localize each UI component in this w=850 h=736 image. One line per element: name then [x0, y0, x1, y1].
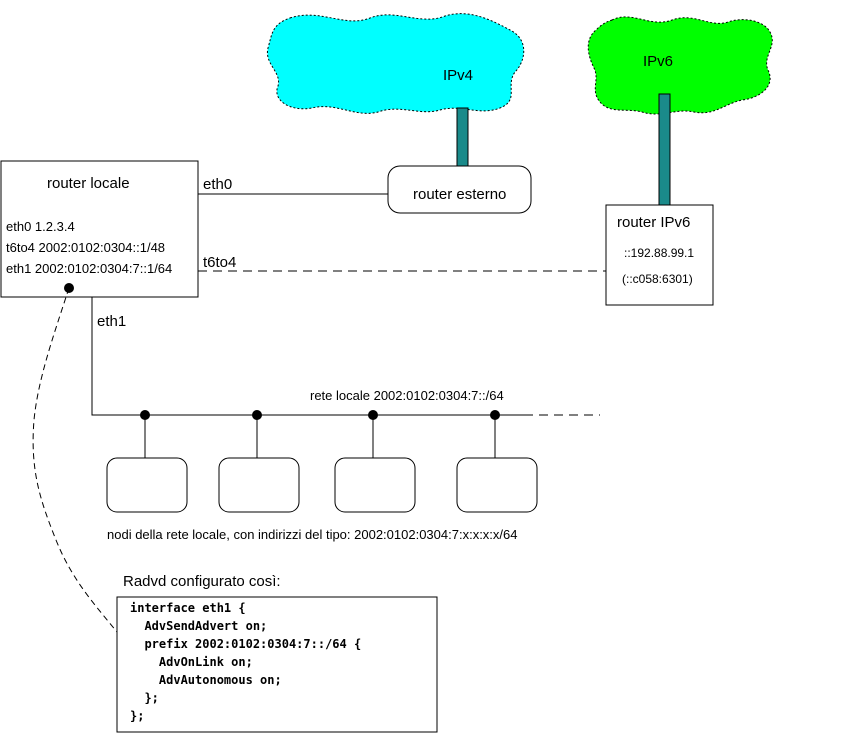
nodes-caption: nodi della rete locale, con indirizzi de…	[107, 527, 517, 542]
radvd-config-code: interface eth1 { AdvSendAdvert on; prefi…	[130, 601, 361, 723]
lan-node-3	[334, 410, 416, 513]
radvd-config-line: AdvOnLink on;	[130, 655, 253, 669]
radvd-config-line: prefix 2002:0102:0304:7::/64 {	[130, 637, 361, 651]
router-esterno-title: router esterno	[413, 186, 506, 203]
radvd-config-box	[116, 596, 438, 733]
router-ipv6-title: router IPv6	[617, 214, 690, 231]
router-locale-title: router locale	[47, 175, 130, 192]
lan-node-2	[218, 410, 300, 513]
router-ipv6-addr-alt: (::c058:6301)	[622, 272, 693, 286]
router-esterno-box	[387, 165, 532, 214]
t6to4-label: t6to4	[203, 254, 236, 271]
radvd-callout-line	[32, 287, 118, 633]
radvd-config-line: };	[130, 691, 159, 705]
ipv6-cloud-label: IPv6	[643, 53, 673, 70]
ipv4-cloud	[266, 13, 525, 114]
router-ipv6-addr: ::192.88.99.1	[624, 246, 694, 260]
ipv4-uplink	[456, 107, 469, 167]
lan-node-4	[456, 410, 538, 513]
ipv4-cloud-label: IPv4	[443, 67, 473, 84]
radvd-title: Radvd configurato così:	[123, 573, 281, 590]
radvd-config-line: interface eth1 {	[130, 601, 246, 615]
lan-label: rete locale 2002:0102:0304:7::/64	[310, 388, 504, 403]
radvd-config-line: };	[130, 709, 144, 723]
lan-node-1	[106, 410, 188, 513]
ipv6-cloud	[587, 16, 773, 115]
ipv6-uplink	[658, 93, 671, 206]
router-locale-line-3: eth1 2002:0102:0304:7::1/64	[6, 261, 172, 276]
eth1-label: eth1	[97, 313, 126, 330]
router-locale-box	[0, 160, 199, 298]
eth0-label: eth0	[203, 176, 232, 193]
router-ipv6-box	[605, 204, 714, 306]
radvd-config-line: AdvAutonomous on;	[130, 673, 282, 687]
eth1-lan-bus	[91, 297, 524, 416]
router-locale-line-1: eth0 1.2.3.4	[6, 219, 75, 234]
router-locale-line-2: t6to4 2002:0102:0304::1/48	[6, 240, 165, 255]
radvd-config-line: AdvSendAdvert on;	[130, 619, 267, 633]
